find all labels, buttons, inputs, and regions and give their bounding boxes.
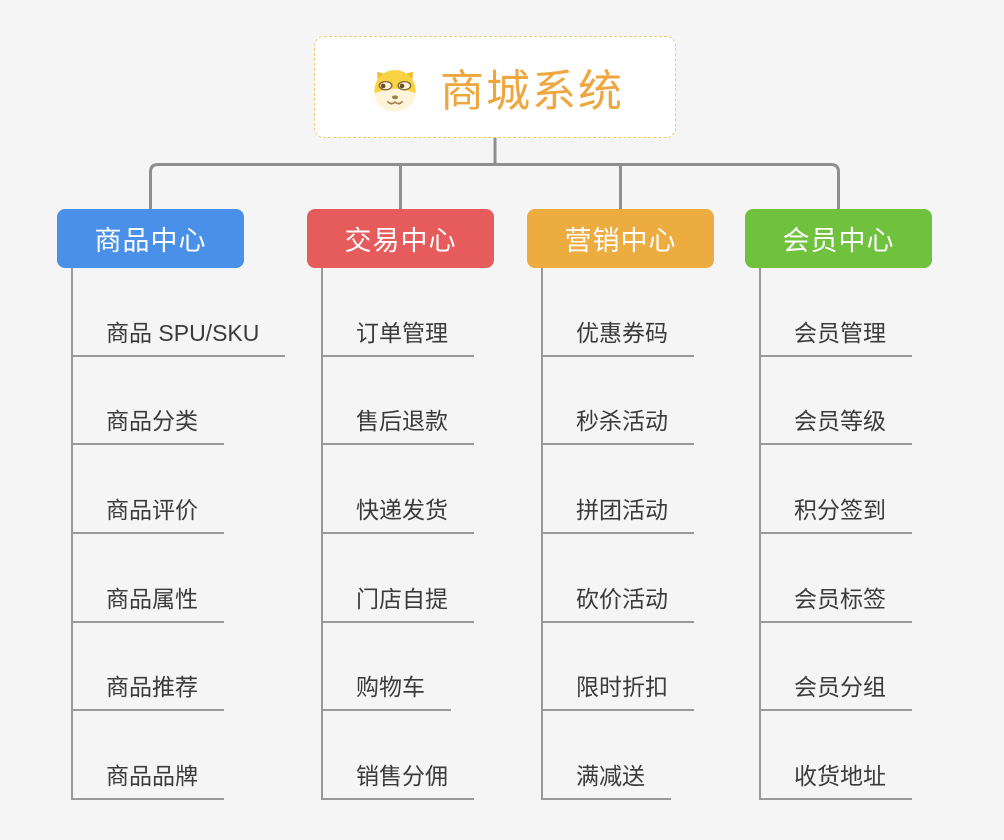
topic-label: 砍价活动 [543,580,694,623]
topic-label: 优惠券码 [543,314,694,357]
branch-column-trade: 订单管理 售后退款 快递发货 门店自提 购物车 销售分佣 [321,268,474,800]
branch-column-member: 会员管理 会员等级 积分签到 会员标签 会员分组 收货地址 [759,268,912,800]
topic-label: 会员等级 [761,402,912,446]
topic-item[interactable]: 积分签到 [761,445,912,534]
topic-label: 会员分组 [761,668,912,712]
topic-label: 商品分类 [73,402,224,446]
topic-item[interactable]: 会员标签 [761,534,912,623]
topic-item[interactable]: 商品推荐 [73,623,285,712]
topic-item[interactable]: 秒杀活动 [543,357,694,446]
topic-item[interactable]: 门店自提 [323,534,474,623]
branch-column-product: 商品 SPU/SKU 商品分类 商品评价 商品属性 商品推荐 商品品牌 [71,268,286,800]
topic-item[interactable]: 满减送 [543,711,694,800]
topic-item[interactable]: 砍价活动 [543,534,694,623]
branch-node-product-center[interactable]: 商品中心 [57,209,244,268]
topic-label: 销售分佣 [323,757,474,800]
topic-label: 秒杀活动 [543,402,694,446]
topic-label: 售后退款 [323,402,474,446]
topic-item[interactable]: 商品品牌 [73,711,285,800]
topic-label: 门店自提 [323,580,474,623]
topic-item[interactable]: 会员等级 [761,357,912,446]
topic-label: 满减送 [543,757,671,800]
branch-node-member-center[interactable]: 会员中心 [745,209,932,268]
topic-label: 快递发货 [323,491,474,534]
topic-label: 商品推荐 [73,668,224,712]
root-title: 商城系统 [440,67,624,116]
topic-label: 收货地址 [761,757,912,800]
topic-item[interactable]: 售后退款 [323,357,474,446]
topic-item[interactable]: 商品评价 [73,445,285,534]
topic-label: 订单管理 [323,314,474,357]
topic-item[interactable]: 收货地址 [761,711,912,800]
topic-item[interactable]: 订单管理 [323,268,474,357]
topic-item[interactable]: 拼团活动 [543,445,694,534]
topic-item[interactable]: 购物车 [323,623,474,712]
topic-item[interactable]: 会员管理 [761,268,912,357]
topic-label: 拼团活动 [543,491,694,534]
bus-line [149,163,840,209]
topic-label: 商品品牌 [73,757,224,800]
topic-label: 会员标签 [761,580,912,623]
topic-label: 商品 SPU/SKU [73,314,286,357]
topic-item[interactable]: 快递发货 [323,445,474,534]
branch-node-marketing-center[interactable]: 营销中心 [527,209,714,268]
topic-label: 购物车 [323,668,451,712]
topic-item[interactable]: 商品 SPU/SKU [73,268,286,357]
branch-node-trade-center[interactable]: 交易中心 [307,209,494,268]
topic-item[interactable]: 商品分类 [73,357,285,446]
topic-label: 限时折扣 [543,668,694,712]
topic-label: 会员管理 [761,314,912,357]
topic-label: 积分签到 [761,491,912,534]
topic-item[interactable]: 优惠券码 [543,268,694,357]
topic-item[interactable]: 会员分组 [761,623,912,712]
topic-label: 商品属性 [73,580,224,623]
branch-column-marketing: 优惠券码 秒杀活动 拼团活动 砍价活动 限时折扣 满减送 [541,268,694,800]
topic-item[interactable]: 限时折扣 [543,623,694,712]
topic-label: 商品评价 [73,491,224,534]
root-node[interactable]: 商城系统 [314,36,676,138]
topic-item[interactable]: 销售分佣 [323,711,474,800]
doge-icon [374,69,416,112]
topic-item[interactable]: 商品属性 [73,534,285,623]
